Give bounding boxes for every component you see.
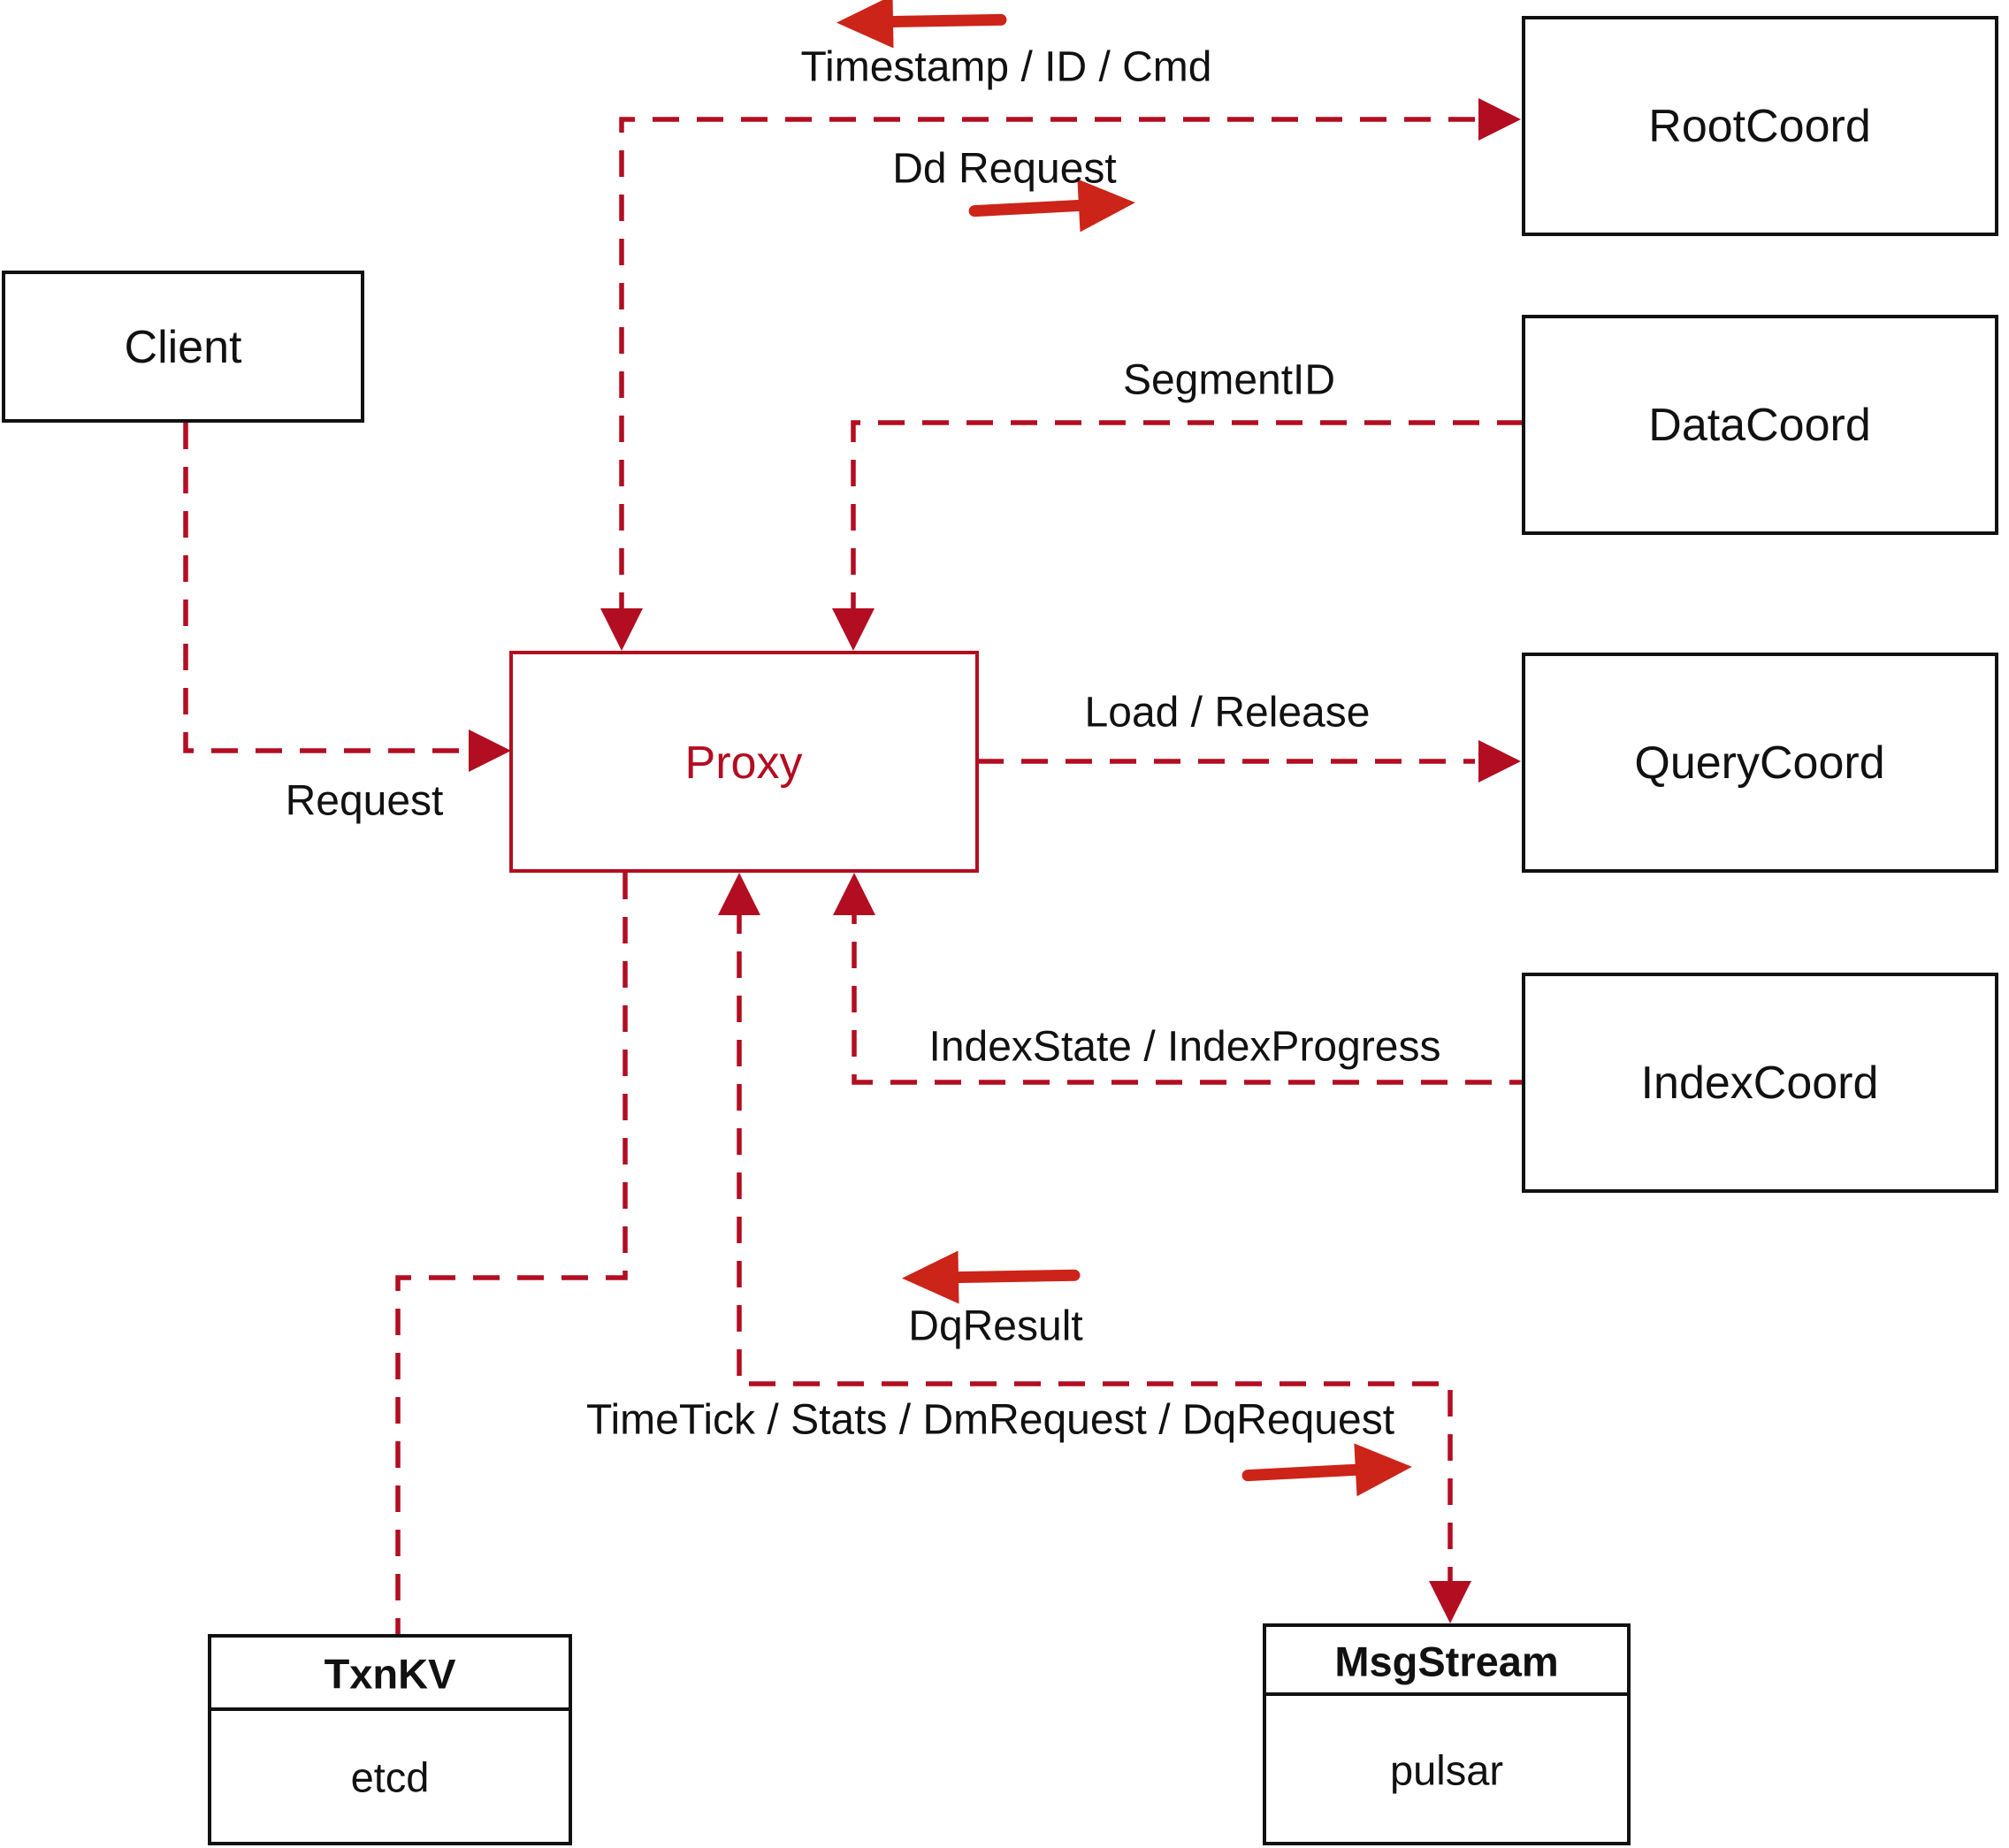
edge-indexcoord-to-proxy — [833, 873, 1536, 1085]
node-datacoord: DataCoord — [1522, 315, 1998, 535]
edge-proxy-to-txnkv — [395, 873, 628, 1634]
arrowhead-down-icon — [832, 608, 875, 651]
edge-label-index-state-progress: IndexState / IndexProgress — [929, 1024, 1441, 1071]
edge-label-dd-request: Dd Request — [892, 146, 1116, 193]
node-datacoord-label: DataCoord — [1648, 400, 1870, 451]
edge-client-to-proxy — [183, 423, 511, 772]
direction-arrow-left-icon — [902, 1250, 1081, 1304]
arrowhead-down-icon — [600, 608, 643, 651]
edge-label-load-release: Load / Release — [1085, 690, 1371, 737]
node-indexcoord-label: IndexCoord — [1641, 1058, 1879, 1109]
node-querycoord-label: QueryCoord — [1634, 737, 1884, 789]
edge-datacoord-to-proxy — [832, 420, 1524, 651]
node-proxy-label: Proxy — [685, 737, 803, 789]
edge-label-timetick-stats: TimeTick / Stats / DmRequest / DqRequest — [586, 1397, 1394, 1444]
arrowhead-right-icon — [469, 729, 511, 772]
direction-arrow-right-icon — [1241, 1443, 1412, 1497]
node-rootcoord-label: RootCoord — [1648, 101, 1870, 152]
edge-proxy-rootcoord — [600, 98, 1521, 651]
edge-label-dq-result: DqResult — [908, 1303, 1082, 1350]
node-msgstream-impl: pulsar — [1390, 1747, 1503, 1794]
direction-arrow-left-icon — [836, 0, 1007, 49]
node-txnkv-impl: etcd — [351, 1754, 430, 1801]
node-client-label: Client — [125, 322, 242, 373]
arrowhead-up-icon — [718, 873, 760, 915]
edge-proxy-msgstream — [718, 873, 1471, 1623]
node-txnkv-title: TxnKV — [325, 1651, 457, 1698]
node-client: Client — [2, 271, 364, 423]
edge-label-request: Request — [286, 778, 444, 825]
direction-arrow-right-icon — [968, 179, 1135, 233]
edge-label-timestamp-id-cmd: Timestamp / ID / Cmd — [801, 44, 1212, 91]
node-msgstream: MsgStream pulsar — [1263, 1623, 1631, 1845]
node-msgstream-title: MsgStream — [1334, 1638, 1558, 1685]
node-txnkv: TxnKV etcd — [208, 1634, 572, 1845]
arrowhead-up-icon — [833, 873, 875, 915]
edge-label-segment-id: SegmentID — [1123, 357, 1335, 404]
node-querycoord: QueryCoord — [1522, 653, 1998, 873]
node-indexcoord: IndexCoord — [1522, 973, 1998, 1193]
arrowhead-right-icon — [1478, 98, 1521, 141]
node-rootcoord: RootCoord — [1522, 16, 1998, 236]
arrowhead-down-icon — [1429, 1581, 1471, 1623]
node-proxy: Proxy — [509, 651, 979, 873]
edge-proxy-to-querycoord — [977, 740, 1521, 783]
arrowhead-right-icon — [1478, 740, 1521, 783]
